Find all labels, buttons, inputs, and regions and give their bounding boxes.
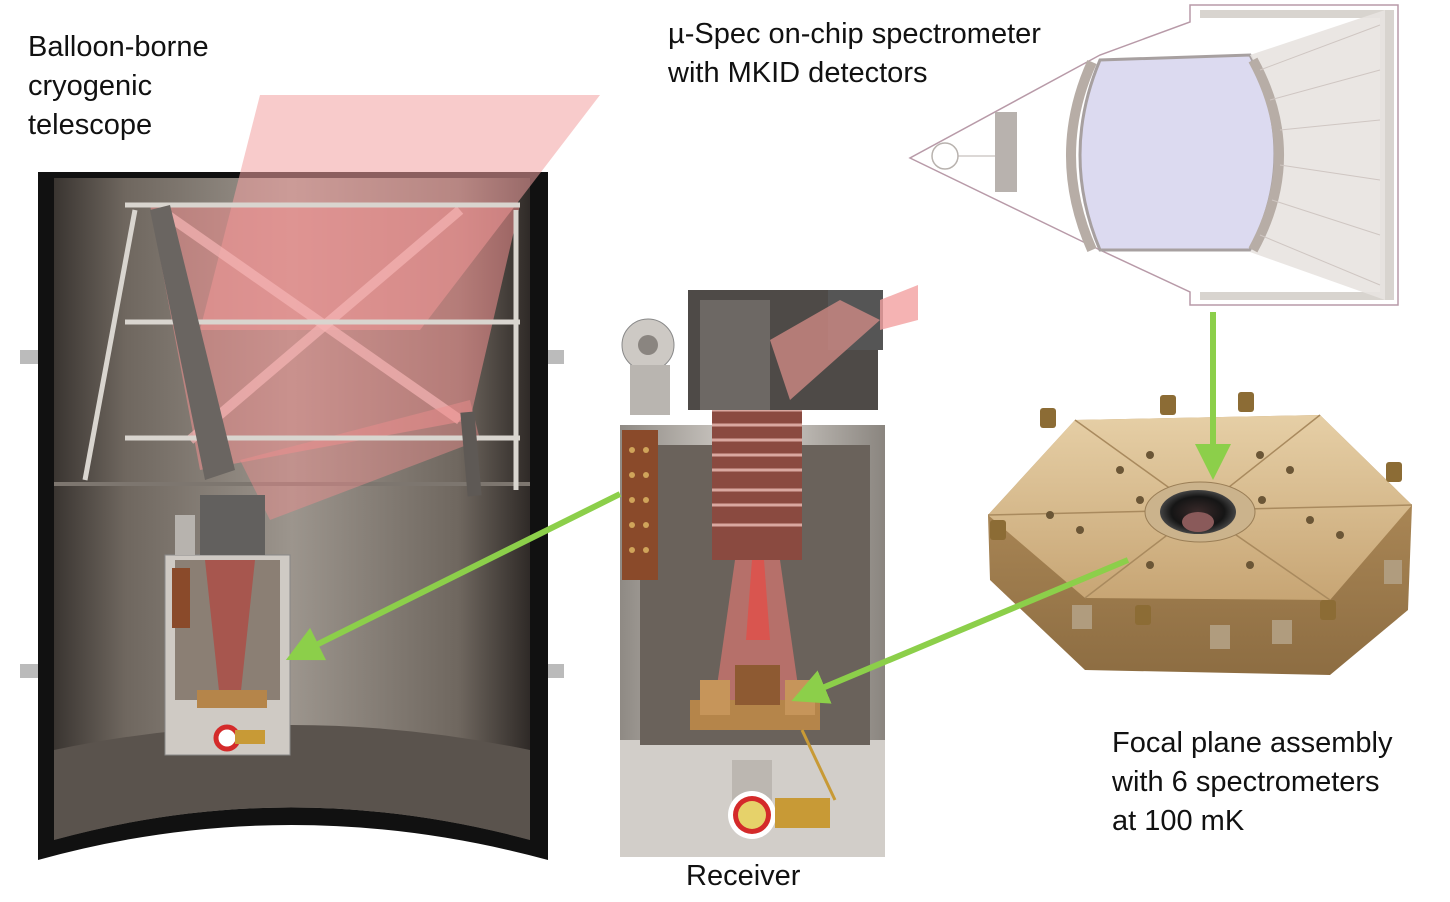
- arrow-receiver-to-telescope: [285, 491, 622, 661]
- telescope-cryostat: [20, 95, 600, 860]
- receiver-label: Receiver: [686, 860, 801, 892]
- connector-arrows: [285, 312, 1231, 704]
- receiver-cutaway: [620, 285, 918, 857]
- telescope-label: Balloon-borne cryogenic telescope: [28, 31, 209, 141]
- arrow-focal-plane-to-receiver: [791, 557, 1130, 704]
- focal-plane-assembly: [987, 392, 1413, 675]
- focal-plane-label: Focal plane assembly with 6 spectrometer…: [1112, 727, 1393, 837]
- spectrometer-chip: [908, 4, 1399, 306]
- spectrometer-label: µ-Spec on-chip spectrometer with MKID de…: [668, 18, 1041, 89]
